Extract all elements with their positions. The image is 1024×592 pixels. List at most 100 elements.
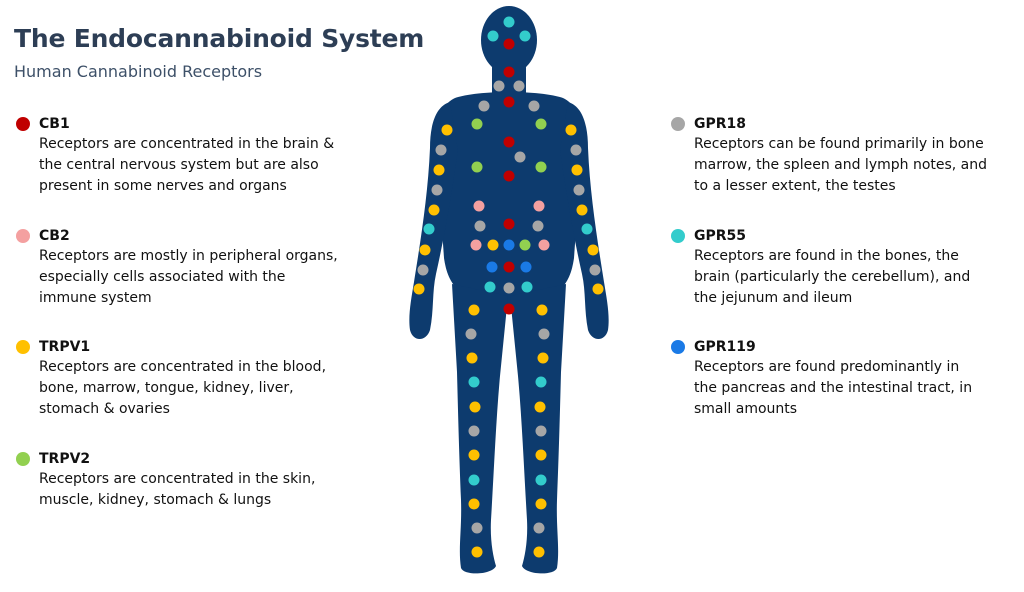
receptor-dot-gpr18 (570, 144, 582, 156)
receptor-dot-gpr55 (484, 281, 496, 293)
gpr119-dot-icon (671, 340, 685, 354)
left-leg-shape (452, 284, 508, 574)
receptor-dot-trpv1 (537, 352, 549, 364)
receptor-dot-gpr18 (513, 80, 525, 92)
receptor-dot-gpr18 (503, 282, 515, 294)
trpv2-dot-icon (16, 452, 30, 466)
receptor-dot-trpv1 (592, 283, 604, 295)
legend-name: GPR119 (694, 339, 756, 355)
receptor-dot-gpr119 (486, 261, 498, 273)
receptor-dot-gpr119 (520, 261, 532, 273)
legend-name: TRPV2 (39, 451, 91, 467)
receptor-dot-gpr18 (514, 151, 526, 163)
receptor-dot-cb1 (503, 66, 515, 78)
legend-description: Receptors are found in the bones, the br… (694, 248, 971, 306)
receptor-dot-gpr18 (417, 264, 429, 276)
receptor-dot-trpv1 (487, 239, 499, 251)
receptor-dot-cb2 (533, 200, 545, 212)
legend-name: TRPV1 (39, 339, 91, 355)
receptor-dot-gpr18 (573, 184, 585, 196)
legend-description: Receptors are found predominantly in the… (694, 359, 973, 417)
receptor-dot-gpr18 (532, 220, 544, 232)
receptor-dot-gpr55 (535, 376, 547, 388)
legend-item-gpr119: GPR119 Receptors are found predominantly… (669, 337, 1024, 420)
receptor-dot-trpv1 (535, 449, 547, 461)
receptor-dot-trpv1 (534, 401, 546, 413)
legend-description: Receptors are concentrated in the brain … (39, 136, 335, 194)
receptor-dot-trpv1 (468, 498, 480, 510)
legend-name: CB1 (39, 116, 70, 132)
receptor-dot-gpr55 (423, 223, 435, 235)
receptor-dot-trpv1 (466, 352, 478, 364)
receptor-dot-gpr18 (471, 522, 483, 534)
receptor-dot-gpr18 (431, 184, 443, 196)
receptor-dot-trpv2 (519, 239, 531, 251)
receptor-dot-gpr18 (528, 100, 540, 112)
receptor-dots (413, 16, 604, 558)
receptor-dot-cb1 (503, 96, 515, 108)
cb1-dot-icon (16, 117, 30, 131)
legend-item-cb1: CB1 Receptors are concentrated in the br… (14, 114, 374, 197)
receptor-dot-trpv1 (571, 164, 583, 176)
legend-description: Receptors are concentrated in the blood,… (39, 359, 327, 417)
receptor-dot-cb1 (503, 303, 515, 315)
legend-item-gpr18: GPR18 Receptors can be found primarily i… (669, 114, 1024, 197)
receptor-dot-gpr18 (465, 328, 477, 340)
receptor-dot-cb1 (503, 261, 515, 273)
legend-name: GPR18 (694, 116, 747, 132)
legend-item-cb2: CB2 Receptors are mostly in peripheral o… (14, 226, 374, 309)
receptor-dot-gpr55 (581, 223, 593, 235)
receptor-dot-cb1 (503, 136, 515, 148)
receptor-dot-gpr55 (519, 30, 531, 42)
receptor-dot-cb2 (470, 239, 482, 251)
receptor-dot-gpr18 (435, 144, 447, 156)
cb2-dot-icon (16, 229, 30, 243)
receptor-dot-cb1 (503, 170, 515, 182)
gpr18-dot-icon (671, 117, 685, 131)
receptor-dot-trpv1 (413, 283, 425, 295)
human-body-figure (409, 6, 609, 574)
left-arm-shape (409, 102, 458, 339)
receptor-dot-gpr55 (521, 281, 533, 293)
receptor-dot-trpv1 (469, 401, 481, 413)
right-arm-shape (560, 102, 609, 339)
receptor-dot-gpr18 (474, 220, 486, 232)
receptor-dot-trpv2 (471, 118, 483, 130)
legend-description: Receptors are concentrated in the skin, … (39, 471, 316, 508)
receptor-dot-trpv1 (587, 244, 599, 256)
receptor-dot-trpv1 (471, 546, 483, 558)
receptor-dot-trpv1 (576, 204, 588, 216)
receptor-dot-gpr18 (533, 522, 545, 534)
legend-item-trpv2: TRPV2 Receptors are concentrated in the … (14, 449, 374, 511)
legend-description: Receptors are mostly in peripheral organ… (39, 248, 338, 306)
legend-name: CB2 (39, 228, 70, 244)
receptor-dot-cb2 (473, 200, 485, 212)
receptor-dot-trpv1 (468, 304, 480, 316)
receptor-dot-trpv1 (441, 124, 453, 136)
legend-item-trpv1: TRPV1 Receptors are concentrated in the … (14, 337, 374, 420)
receptor-dot-gpr18 (468, 425, 480, 437)
receptor-dot-trpv2 (471, 161, 483, 173)
receptor-dot-trpv2 (535, 118, 547, 130)
receptor-dot-trpv1 (433, 164, 445, 176)
receptor-dot-trpv1 (565, 124, 577, 136)
torso-shape (436, 92, 582, 306)
receptor-dot-cb1 (503, 218, 515, 230)
receptor-dot-trpv1 (533, 546, 545, 558)
receptor-dot-trpv1 (419, 244, 431, 256)
legend-item-gpr55: GPR55 Receptors are found in the bones, … (669, 226, 1024, 309)
receptor-dot-gpr18 (535, 425, 547, 437)
receptor-dot-cb1 (503, 38, 515, 50)
receptor-dot-trpv2 (535, 161, 547, 173)
page-title: The Endocannabinoid System (14, 24, 425, 53)
receptor-dot-gpr18 (493, 80, 505, 92)
receptor-dot-trpv1 (535, 498, 547, 510)
receptor-dot-gpr55 (487, 30, 499, 42)
page-subtitle: Human Cannabinoid Receptors (14, 62, 263, 81)
receptor-dot-trpv1 (428, 204, 440, 216)
neck-shape (492, 62, 526, 102)
receptor-dot-gpr18 (478, 100, 490, 112)
receptor-dot-trpv1 (536, 304, 548, 316)
receptor-dot-gpr55 (503, 16, 515, 28)
trpv1-dot-icon (16, 340, 30, 354)
